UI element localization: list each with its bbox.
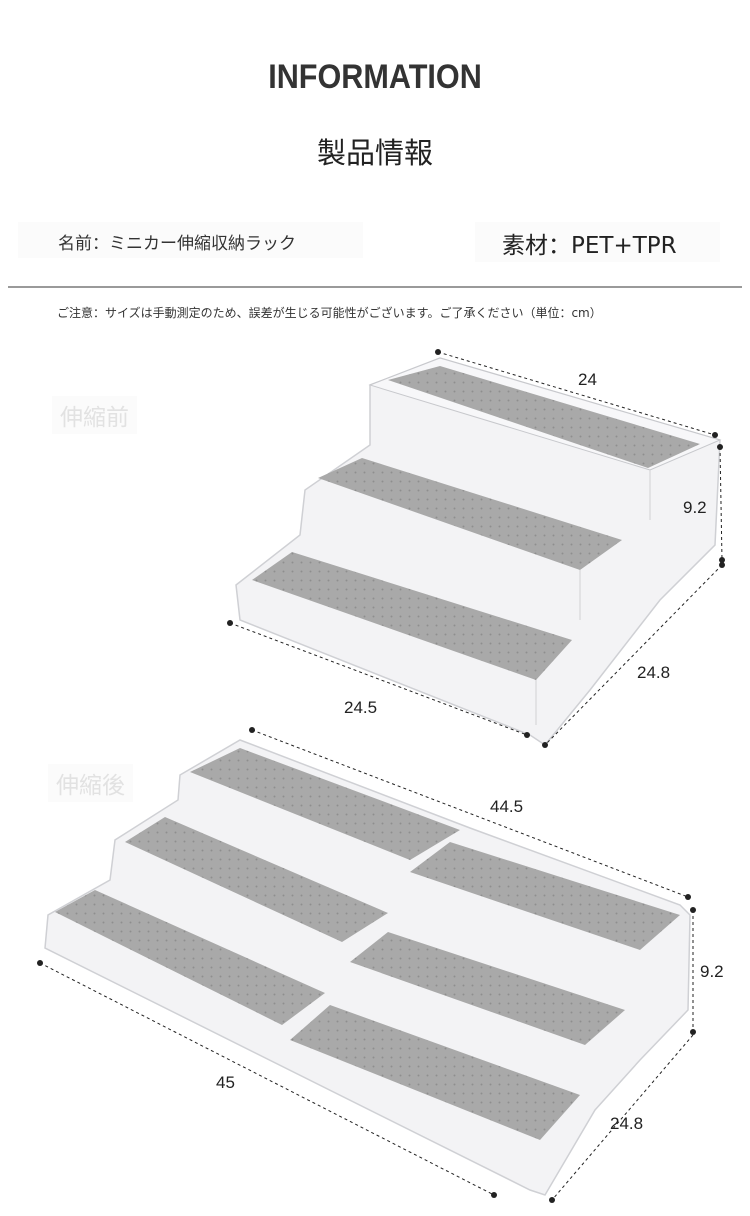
- product-name: 名前：ミニカー伸縮収納ラック: [58, 234, 296, 254]
- page-subtitle: 製品情報: [316, 136, 433, 170]
- dimensions-before: [229, 351, 723, 746]
- before-label: 伸縮前: [52, 396, 137, 434]
- measurement-note: ご注意：サイズは手動測定のため、誤差が生じる可能性がございます。ご了承ください（…: [57, 306, 602, 320]
- mat-bottom: [252, 552, 572, 680]
- page-title: INFORMATION: [268, 58, 482, 96]
- dimensions-after: [39, 729, 694, 1201]
- before-front: 24.5: [344, 698, 377, 717]
- after-depth: 24.8: [610, 1114, 643, 1133]
- after-front: 45: [216, 1073, 235, 1092]
- before-depth: 24.8: [637, 663, 670, 682]
- mat-left-top: [190, 748, 460, 860]
- divider: [8, 286, 742, 288]
- name-box: [18, 222, 363, 258]
- mat-top: [388, 366, 700, 468]
- material-box: [475, 222, 720, 262]
- before-width: 24: [578, 370, 597, 389]
- mat-left-middle: [125, 817, 388, 942]
- after-height: 9.2: [700, 962, 724, 981]
- mat-middle: [318, 458, 622, 570]
- after-width: 44.5: [490, 797, 523, 816]
- rack-before: [235, 357, 722, 747]
- product-material: 素材：PET+TPR: [502, 233, 677, 259]
- before-height: 9.2: [683, 498, 707, 517]
- mat-right-bottom: [290, 1005, 580, 1140]
- mat-right-top: [410, 842, 680, 950]
- mat-right-middle: [350, 932, 625, 1045]
- mat-left-bottom: [55, 890, 325, 1025]
- rack-after: [44, 739, 691, 1196]
- after-label: 伸縮後: [48, 764, 133, 802]
